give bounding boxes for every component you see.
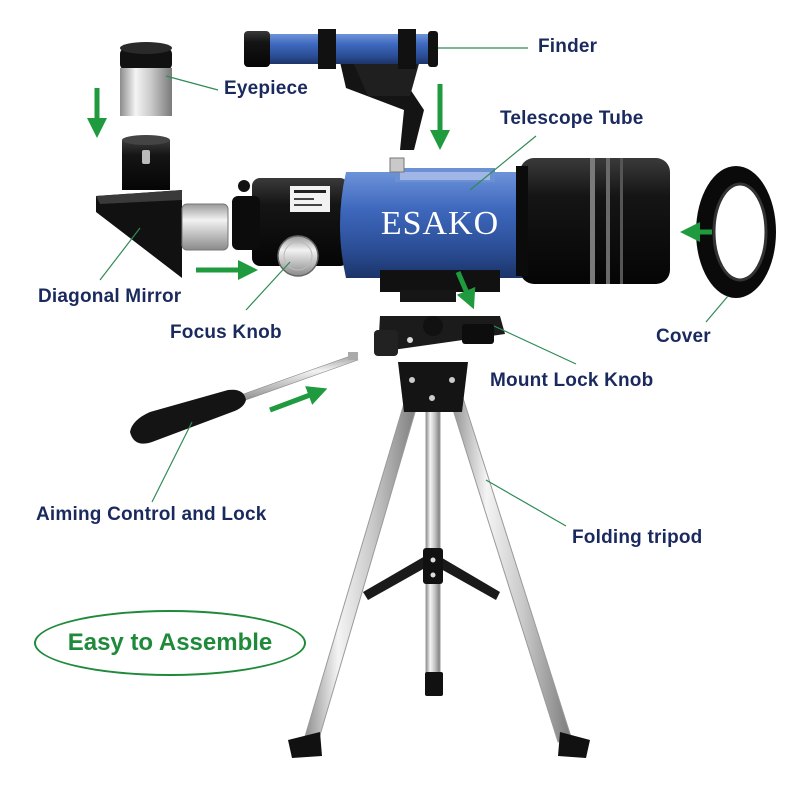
leader-folding-tripod xyxy=(485,479,567,527)
label-diagonal-mirror: Diagonal Mirror xyxy=(38,286,182,307)
leader-eyepiece xyxy=(165,75,219,91)
finder-scope xyxy=(244,29,438,150)
label-cover: Cover xyxy=(656,326,711,347)
telescope-tube: ESAKO xyxy=(232,157,670,302)
leader-lines xyxy=(99,47,729,527)
leader-diagonal-mirror xyxy=(99,227,141,281)
leader-cover xyxy=(705,295,729,323)
eyepiece xyxy=(120,42,172,116)
arrow-mount-down xyxy=(455,271,476,310)
folding-tripod xyxy=(288,362,590,758)
leader-mount-lock-knob xyxy=(493,325,577,365)
badge-text: Easy to Assemble xyxy=(67,629,273,656)
label-telescope-tube: Telescope Tube xyxy=(500,108,644,129)
label-focus-knob: Focus Knob xyxy=(170,322,282,343)
label-aiming-control: Aiming Control and Lock xyxy=(36,504,267,525)
focus-knob xyxy=(277,235,319,277)
mount-plate xyxy=(374,316,505,356)
assembly-arrows xyxy=(87,84,712,413)
label-eyepiece: Eyepiece xyxy=(224,78,308,99)
brand-logo: ESAKO xyxy=(381,205,499,242)
leader-aiming-control xyxy=(151,421,193,503)
dust-cover xyxy=(696,166,776,298)
diagonal-mirror xyxy=(96,135,229,278)
aiming-control-handle xyxy=(130,352,359,444)
leader-focus-knob xyxy=(245,261,291,311)
arrow-handle-right xyxy=(269,386,328,413)
label-mount-lock-knob: Mount Lock Knob xyxy=(490,370,654,391)
leader-telescope-tube xyxy=(469,135,537,191)
easy-assemble-badge: Easy to Assemble xyxy=(34,610,306,676)
label-finder: Finder xyxy=(538,36,598,57)
label-folding-tripod: Folding tripod xyxy=(572,527,703,548)
